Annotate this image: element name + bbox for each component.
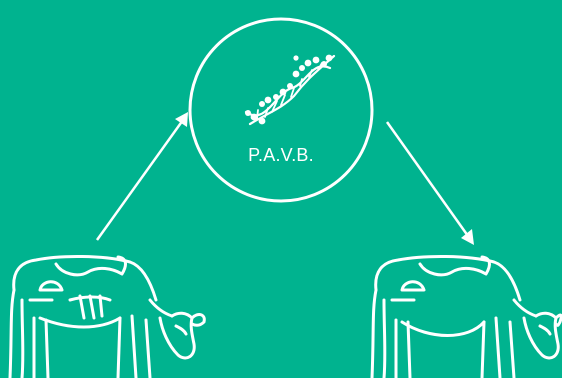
cow-right-icon xyxy=(372,256,561,378)
center-node-label: P.A.V.B. xyxy=(231,145,331,166)
arrow-center-to-right xyxy=(387,122,474,245)
center-node-circle xyxy=(190,19,372,201)
arrow-left-to-center xyxy=(97,112,188,240)
cow-left-icon xyxy=(10,256,204,378)
dna-helix-icon xyxy=(245,55,334,125)
